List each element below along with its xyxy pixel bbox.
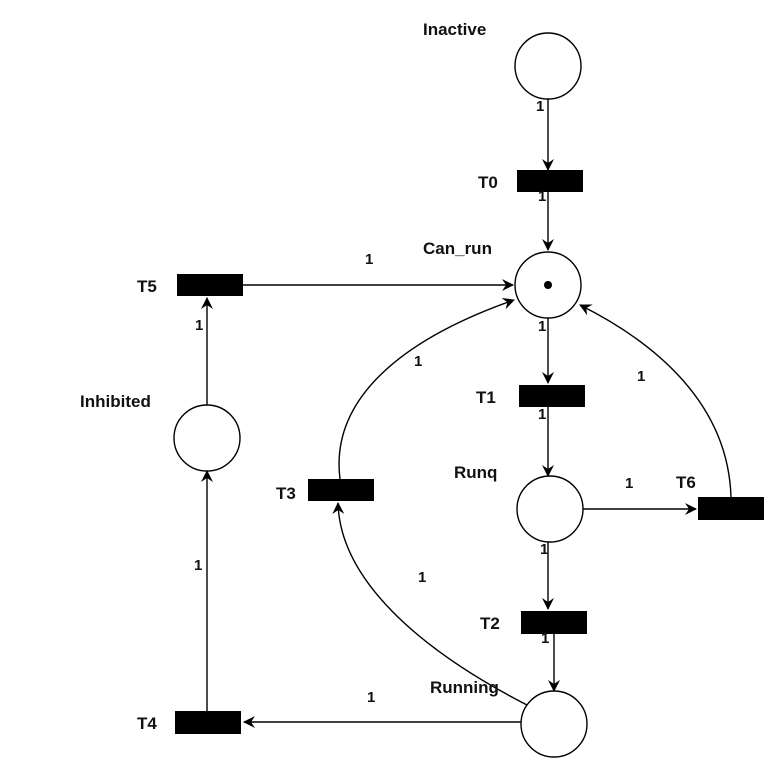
transition-t4 [175, 711, 241, 734]
places [173, 32, 588, 758]
arc-t3-can_run [338, 297, 515, 480]
weight-t5-can_run: 1 [365, 251, 373, 268]
weight-inactive-t0: 1 [536, 98, 544, 115]
weight-t2-running: 1 [541, 630, 549, 647]
transition-labels: T0 T1 T2 T3 T4 T5 T6 [137, 173, 696, 733]
label-can-run: Can_run [423, 239, 492, 258]
label-inactive: Inactive [423, 20, 486, 39]
transition-t6 [698, 497, 764, 520]
arc-t6-can_run [579, 304, 732, 498]
label-t0: T0 [478, 173, 498, 192]
place-runq [516, 475, 584, 543]
weight-t6-can_run: 1 [637, 368, 645, 385]
weight-t0-can_run: 1 [538, 188, 546, 205]
arc-weights: 1 1 1 1 1 1 1 1 1 1 1 1 1 1 [194, 98, 645, 706]
weight-t4-inhibited: 1 [194, 557, 202, 574]
transition-t3 [308, 479, 374, 501]
label-runq: Runq [454, 463, 497, 482]
label-inhibited: Inhibited [80, 392, 151, 411]
weight-t1-runq: 1 [538, 406, 546, 423]
place-running [520, 690, 588, 758]
place-inhibited [173, 404, 241, 472]
label-t2: T2 [480, 614, 500, 633]
arcs [201, 99, 732, 728]
label-t5: T5 [137, 277, 157, 296]
transitions [175, 170, 764, 734]
transition-t5 [177, 274, 243, 296]
transition-t1 [519, 385, 585, 407]
place-labels: Inactive Can_run Runq Running Inhibited [80, 20, 499, 697]
place-inactive [514, 32, 582, 100]
arc-running-t3 [332, 502, 528, 706]
weight-runq-t2: 1 [540, 541, 548, 558]
label-t3: T3 [276, 484, 296, 503]
label-running: Running [430, 678, 499, 697]
weight-running-t4: 1 [367, 689, 375, 706]
weight-can_run-t1: 1 [538, 318, 546, 335]
weight-inhibited-t5: 1 [195, 317, 203, 334]
weight-t3-can_run: 1 [414, 353, 422, 370]
label-t4: T4 [137, 714, 157, 733]
token-dot [544, 281, 552, 289]
label-t1: T1 [476, 388, 496, 407]
label-t6: T6 [676, 473, 696, 492]
transition-t2 [521, 611, 587, 634]
transition-t0 [517, 170, 583, 192]
weight-running-t3: 1 [418, 569, 426, 586]
weight-runq-t6: 1 [625, 475, 633, 492]
